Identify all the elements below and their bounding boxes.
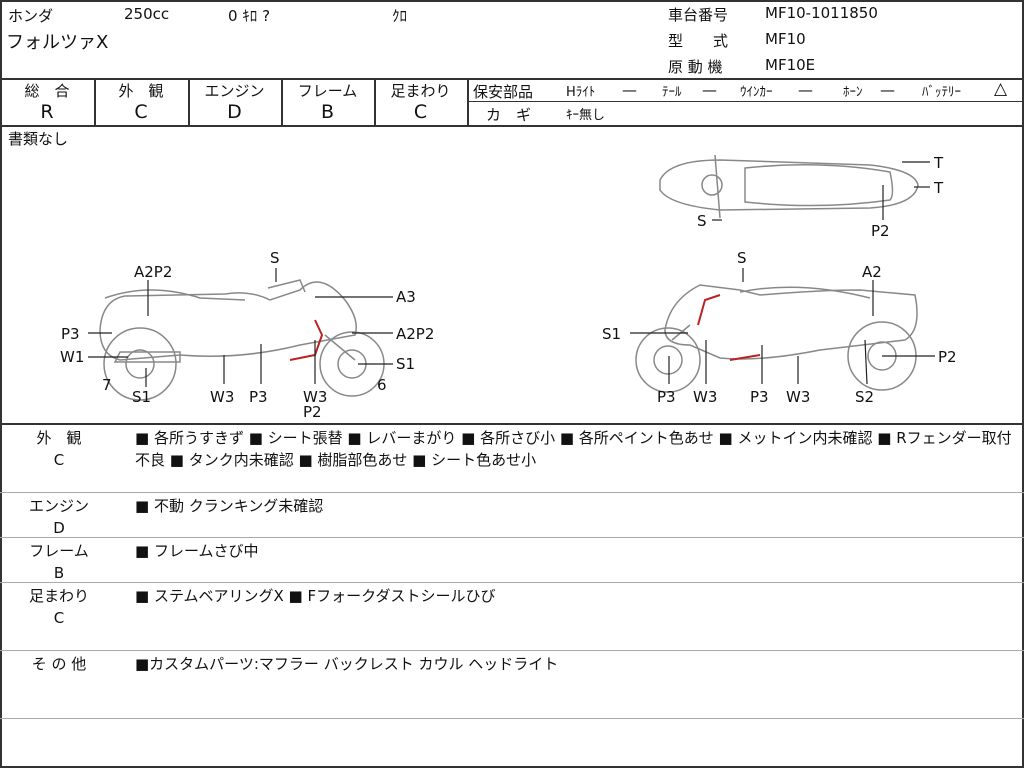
damage-label: P3 [249, 388, 268, 406]
safety-label: 保安部品 [473, 83, 534, 101]
frame-no: MF10-1011850 [765, 4, 878, 22]
displacement: 250cc [124, 5, 170, 23]
damage-label: P3 [61, 325, 80, 343]
damage-label: W3 [210, 388, 234, 406]
damage-label: T [933, 154, 944, 172]
note-exterior-text: ■ 各所うすきず ■ シート張替 ■ レバーまがり ■ 各所さび小 ■ 各所ペイ… [135, 429, 1012, 469]
damage-label: P3 [657, 388, 676, 406]
safety-winker: ｳｲﾝｶｰ [740, 85, 773, 100]
grade-suspension-value: C [413, 101, 428, 123]
damage-label: W3 [693, 388, 717, 406]
safety-horn: ﾎｰﾝ [843, 85, 863, 100]
documents-status: 書類なし [8, 130, 69, 148]
damage-label: S1 [602, 325, 621, 343]
frame-no-label: 車台番号 [668, 6, 729, 24]
note-suspension-text: ■ ステムベアリングX ■ Fフォークダストシールひび [135, 587, 496, 605]
grade-engine-label: エンジン [204, 82, 265, 100]
safety-battery: ﾊﾞｯﾃﾘｰ [922, 85, 961, 100]
note-engine-text: ■ 不動 クランキング未確認 [135, 497, 324, 515]
damage-label: P2 [871, 222, 890, 240]
key-value: ｷｰ無し [566, 108, 606, 123]
damage-label: P2 [938, 348, 957, 366]
note-frame-text: ■ フレームさび中 [135, 542, 259, 560]
safety-winker-status: — [798, 81, 813, 99]
damage-diagram: A2P2 S A3 P3 A2P2 W1 S1 7 6 S1 W3 P3 W3 … [60, 154, 957, 421]
damage-label: W3 [786, 388, 810, 406]
damage-label: S [737, 249, 747, 267]
grade-overall-label: 総 合 [24, 82, 70, 100]
safety-tail-status: — [702, 81, 717, 99]
damage-label: A3 [396, 288, 416, 306]
damage-label: S1 [132, 388, 151, 406]
damage-label: A2P2 [396, 325, 434, 343]
damage-label: S [270, 249, 280, 267]
engine-label: 原 動 機 [668, 58, 723, 76]
maker: ホンダ [8, 7, 54, 25]
grade-engine-value: D [227, 101, 242, 123]
grade-exterior-label: 外 観 [118, 82, 164, 100]
safety-horn-status: — [880, 81, 895, 99]
damage-label: P2 [303, 403, 322, 421]
safety-headlight-status: — [622, 81, 637, 99]
grade-frame-label: フレーム [297, 82, 358, 100]
grade-frame-value: B [320, 101, 335, 123]
grade-suspension-label: 足まわり [390, 82, 451, 100]
damage-label: 6 [377, 376, 387, 394]
damage-label: S1 [396, 355, 415, 373]
damage-label: S [697, 212, 707, 230]
damage-label: W3 [303, 388, 327, 406]
scooter-left-view [99, 279, 385, 401]
damage-label: 7 [102, 376, 112, 394]
scooter-right-view [635, 284, 918, 393]
note-other-label: そ の 他 [31, 655, 87, 673]
damage-label: A2P2 [134, 263, 172, 281]
safety-headlight: Hﾗｲﾄ [566, 85, 596, 100]
damage-label: P3 [750, 388, 769, 406]
scooter-top-view [659, 154, 919, 219]
grade-overall-value: R [40, 101, 54, 123]
type: MF10 [765, 30, 806, 48]
mileage: 0 ｷﾛ ? [228, 7, 271, 25]
engine: MF10E [765, 56, 816, 74]
damage-label: W1 [60, 348, 84, 366]
leader-lines [88, 161, 935, 387]
key-label: カ ギ [486, 106, 532, 124]
color: ｸﾛ [392, 7, 408, 25]
model-name: フォルツァX [6, 32, 109, 53]
safety-battery-status: △ [994, 79, 1008, 99]
note-other-text: ■カスタムパーツ:マフラー バックレスト カウル ヘッドライト [135, 655, 559, 673]
type-label: 型 式 [668, 32, 729, 50]
grade-exterior-value: C [134, 101, 148, 123]
damage-label: A2 [862, 263, 882, 281]
damage-label: T [933, 179, 944, 197]
safety-tail: ﾃｰﾙ [662, 85, 682, 100]
damage-label: S2 [855, 388, 874, 406]
